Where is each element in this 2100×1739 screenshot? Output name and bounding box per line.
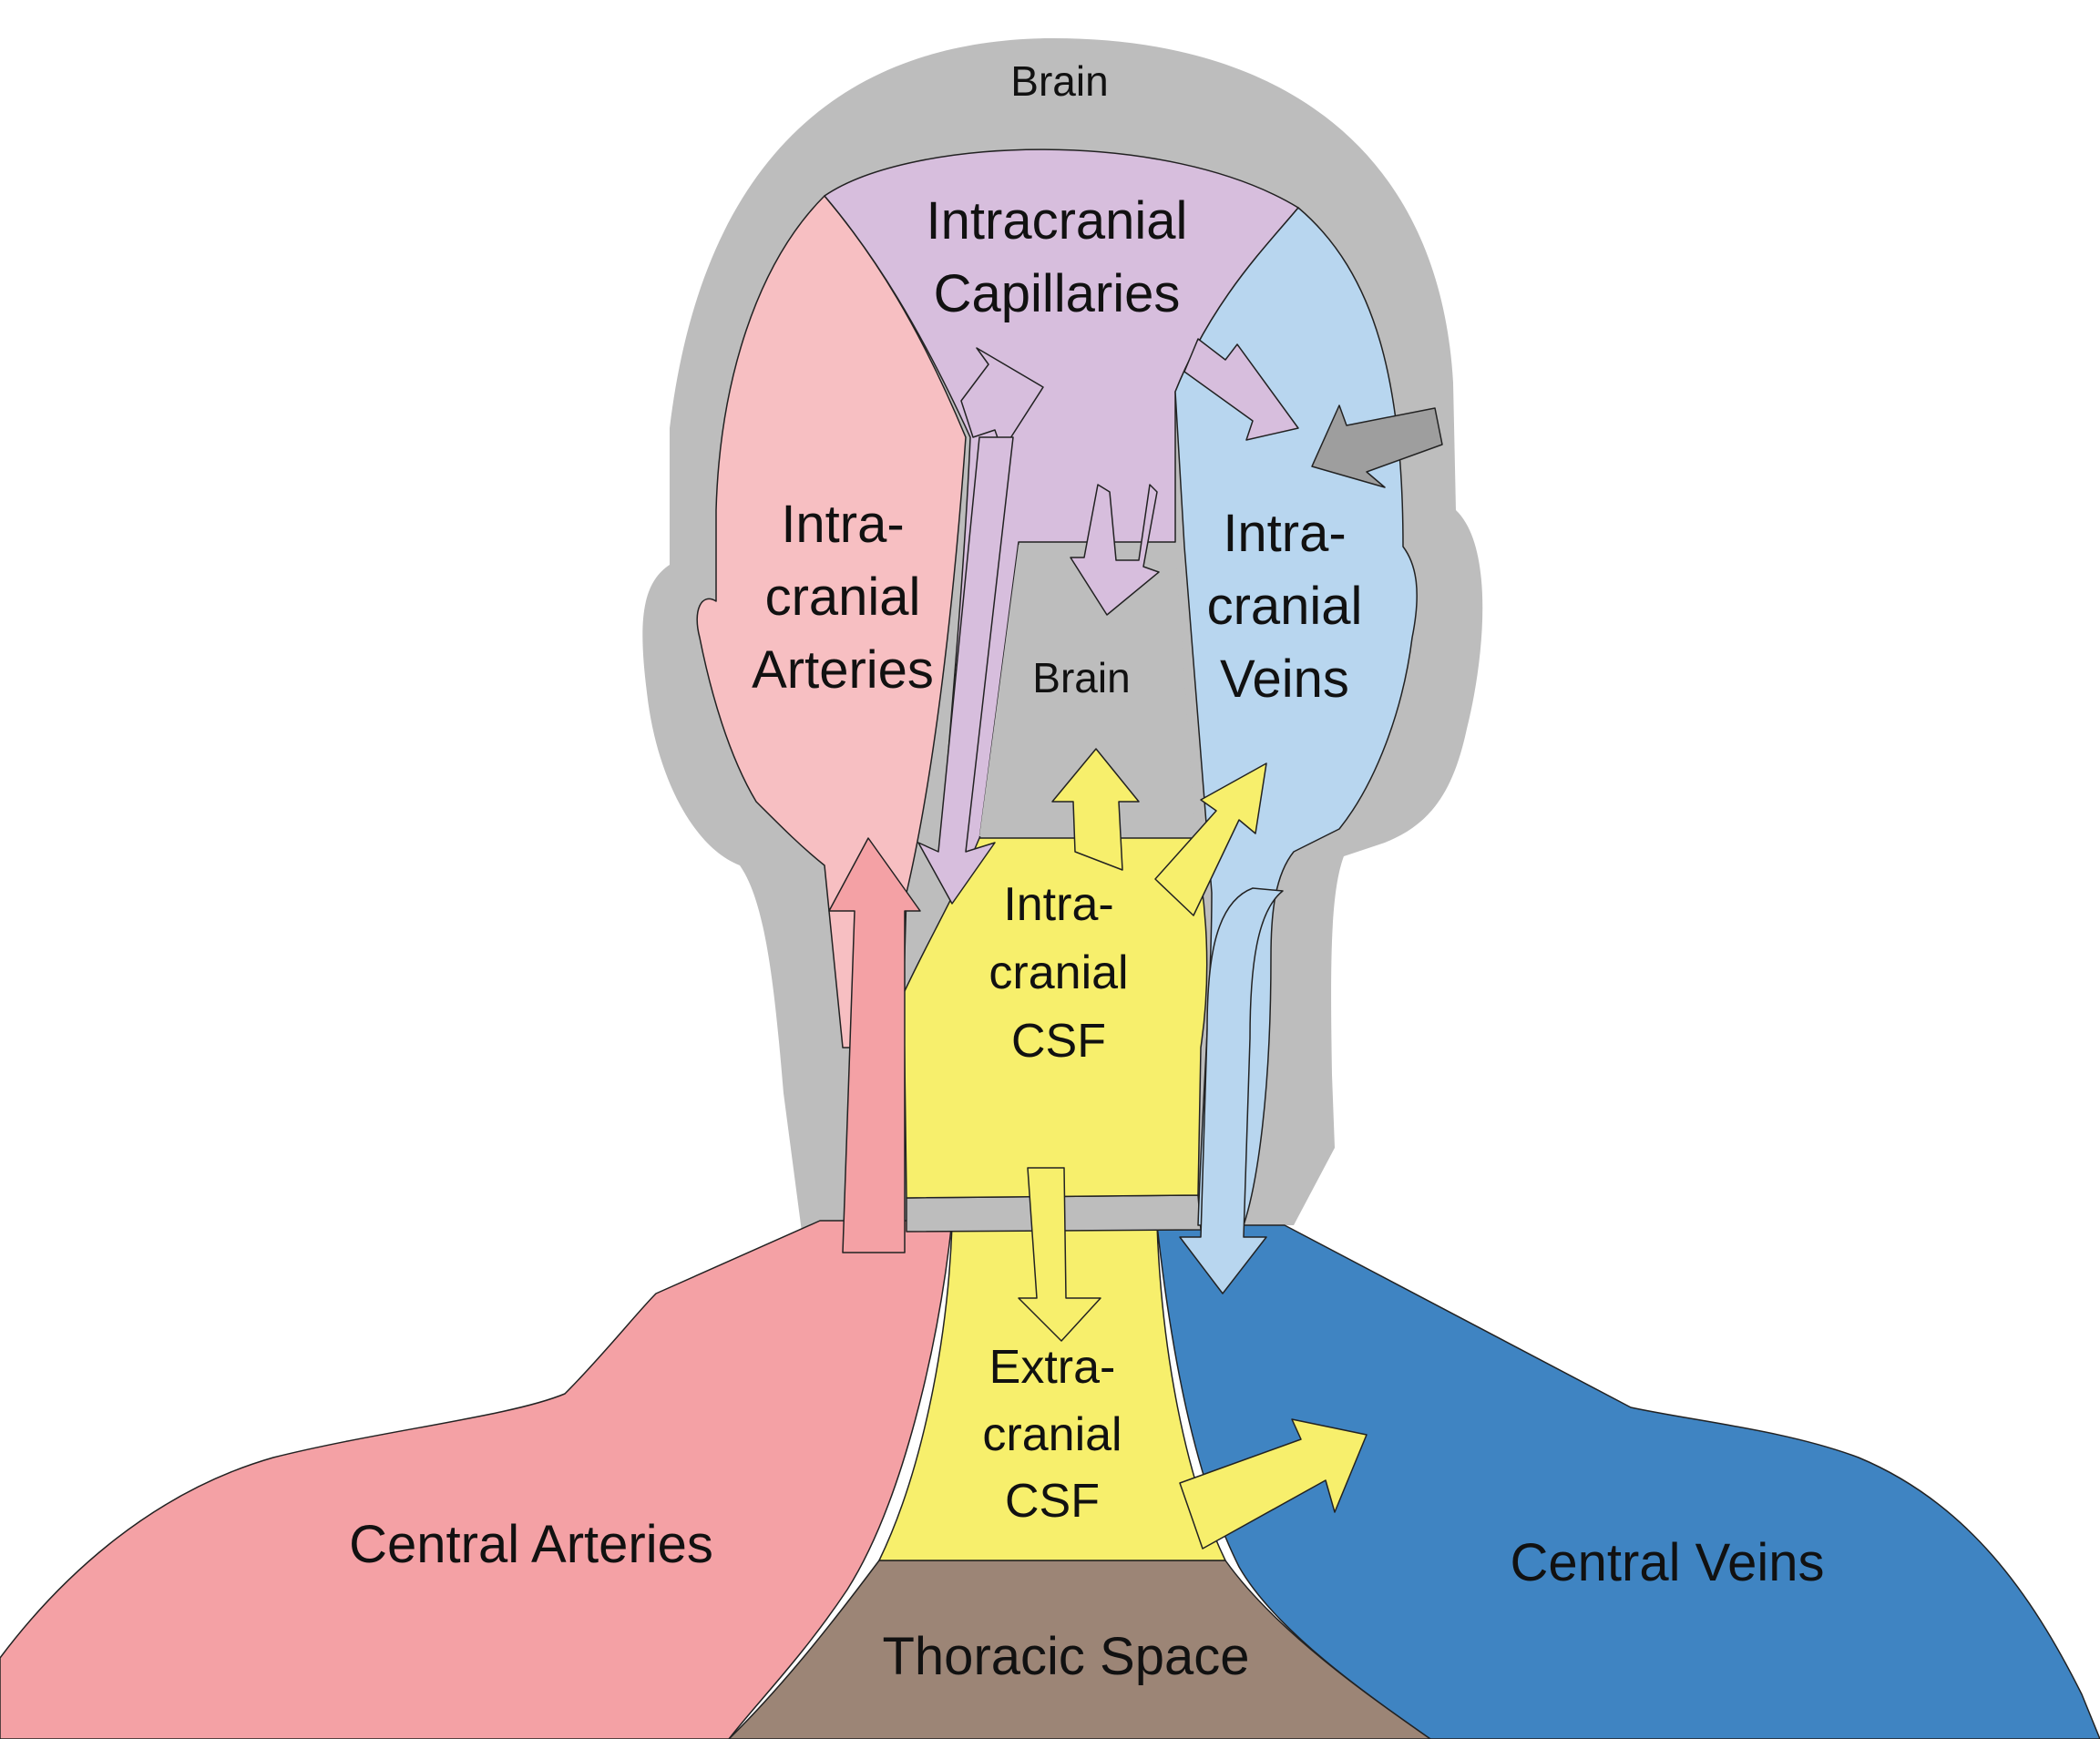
central-veins-label: Central Veins (1511, 1533, 1825, 1592)
veins-label-line2: cranial (1207, 577, 1363, 636)
intracranial-csf-label-line3: CSF (1011, 1015, 1106, 1068)
capillaries-label-line2: Capillaries (934, 264, 1181, 323)
intracranial-csf-label-line1: Intra- (1003, 878, 1113, 931)
veins-label-line1: Intra- (1223, 504, 1346, 563)
extracranial-csf-label-line1: Extra- (989, 1341, 1116, 1394)
thoracic-space-label: Thoracic Space (883, 1627, 1250, 1686)
extracranial-csf-label-line3: CSF (1005, 1475, 1100, 1528)
intracranial-csf-label-line2: cranial (989, 946, 1128, 999)
arteries-label-line1: Intra- (781, 495, 904, 554)
brain-center-label: Brain (1032, 654, 1130, 701)
arteries-label-line2: cranial (765, 568, 921, 627)
brain-top-label: Brain (1010, 57, 1108, 105)
veins-label-line3: Veins (1220, 650, 1349, 709)
capillaries-label-line1: Intracranial (927, 191, 1188, 251)
arteries-label-line3: Arteries (752, 640, 934, 700)
extracranial-csf-label-line2: cranial (982, 1408, 1122, 1461)
central-arteries-label: Central Arteries (349, 1515, 713, 1574)
